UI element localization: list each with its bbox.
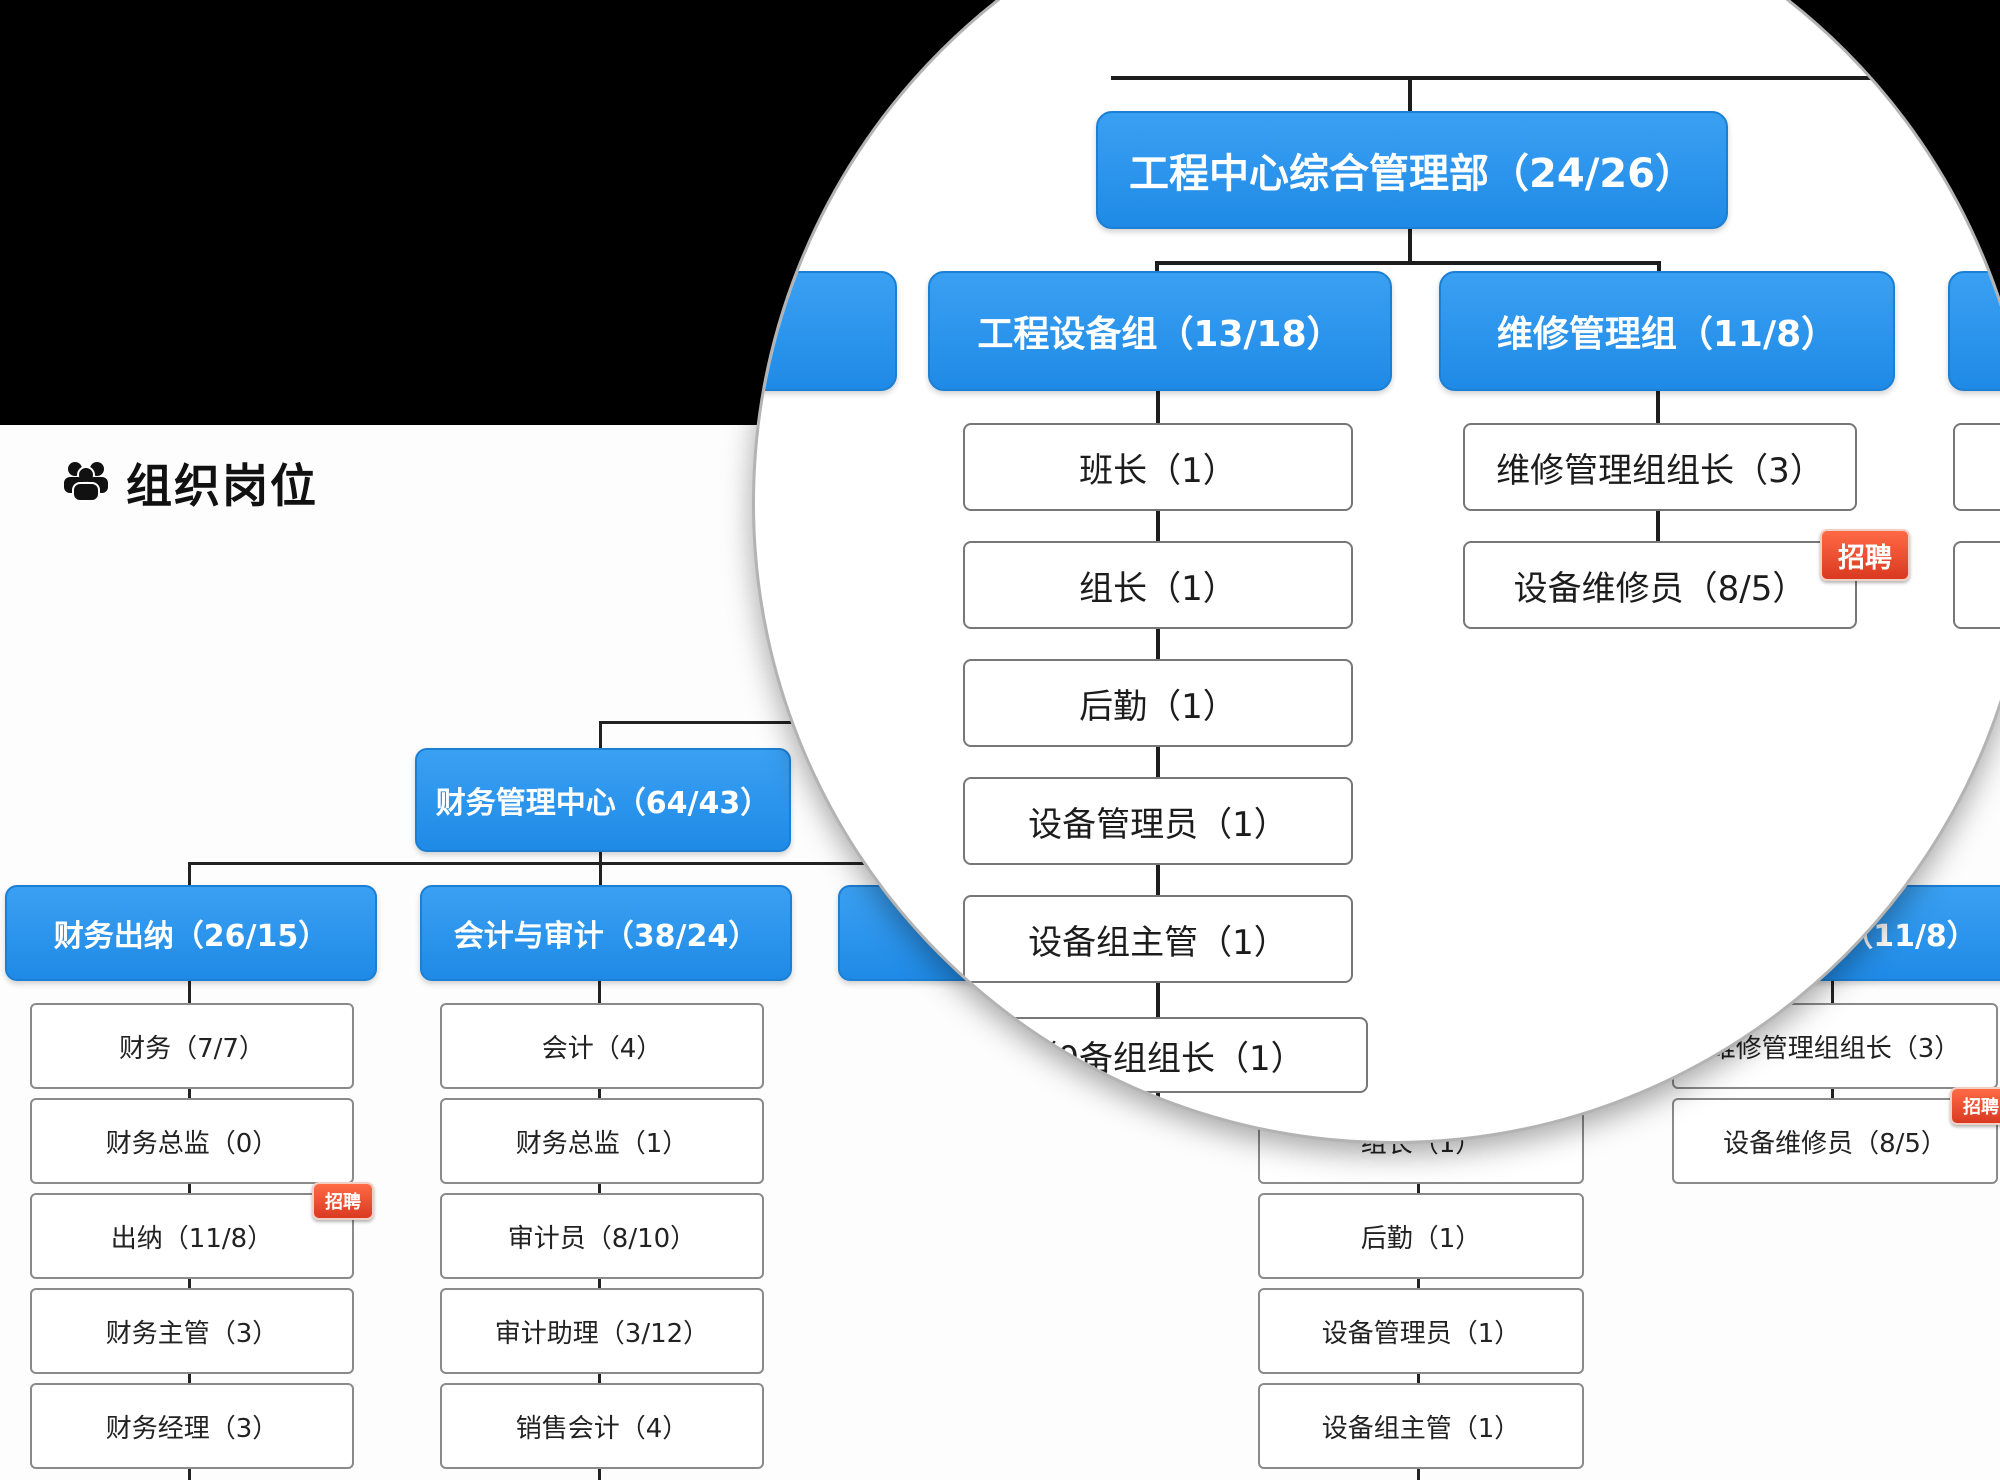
connector [600,721,855,724]
connector [1656,507,1660,541]
connector [1156,743,1160,777]
connector [599,848,602,864]
connector [1156,625,1160,659]
node-position[interactable]: 审计员（8/10） [440,1193,764,1279]
node-position[interactable]: 设备维修员（8/5） [1463,541,1857,629]
connector [188,1370,191,1385]
node-position[interactable]: 维修管理组组长（3） [1463,423,1857,511]
node-position[interactable]: 财务经理（3） [30,1383,354,1469]
node-position[interactable]: 财务总监（0） [30,1098,354,1184]
node-maintenance-team[interactable]: 维修管理组（11/8） [1439,271,1895,391]
connector [598,1180,601,1195]
connector [1155,261,1661,265]
node-accounting-group[interactable]: 会计与审计（38/24） [420,885,792,981]
connector [188,1275,191,1290]
connector [1417,1180,1420,1195]
recruiting-badge: 招聘 [1820,529,1910,581]
node-position[interactable]: 出纳（11/8） [30,1193,354,1279]
node-position[interactable]: 组长（1） [963,541,1353,629]
recruiting-badge: 招聘 [312,1182,374,1220]
connector [1417,1465,1420,1480]
connector [1831,977,1834,1005]
connector [1656,387,1660,423]
node-engineering-dept[interactable]: 工程中心综合管理部（24/26） [1096,111,1728,229]
node-position[interactable]: 设备维修员（8/5） [1672,1098,1998,1184]
node-cashier-group[interactable]: 财务出纳（26/15） [5,885,377,981]
node-position[interactable]: 审计助理（3/12） [440,1288,764,1374]
connector [598,1370,601,1385]
node-position-lens-edge[interactable]: 办事员（0备组组长（1） [858,1017,1368,1093]
connector [1156,1089,1160,1129]
connector [1156,387,1160,423]
connector [188,1465,191,1480]
connector [188,862,896,865]
page-header: 组织岗位 [60,450,318,516]
node-position[interactable]: 财务主管（3） [30,1288,354,1374]
connector [1417,1370,1420,1385]
node-equipment-team[interactable]: 工程设备组（13/18） [928,271,1392,391]
connector [1156,979,1160,1017]
connector [1831,1085,1834,1100]
connector [188,975,191,1005]
node-position[interactable]: 班长（1） [963,423,1353,511]
node-position[interactable]: 财务总监（1） [440,1098,764,1184]
node-position[interactable]: 后勤（1） [1258,1193,1584,1279]
people-group-icon [60,455,112,511]
connector [1156,861,1160,895]
connector [1417,1275,1420,1290]
node-position[interactable]: 后勤（1） [963,659,1353,747]
magnifier-lens: 工程中心综合管理部（24/26） 工程设备组（13/18） 维修管理组（11/8… [752,0,2000,1144]
node-partial-position[interactable] [1953,423,2000,511]
connector [1155,261,1159,273]
connector [599,862,602,887]
connector [1408,225,1412,261]
connector [598,1275,601,1290]
connector [1111,76,1971,80]
node-partial-right[interactable] [1948,271,2000,391]
node-position[interactable]: 设备组主管（1） [963,895,1353,983]
page-title: 组织岗位 [126,459,318,513]
node-finance-center[interactable]: 财务管理中心（64/43） [415,748,791,852]
node-position[interactable]: 设备管理员（1） [1258,1288,1584,1374]
node-partial-position[interactable] [1953,541,2000,629]
recruiting-badge: 招聘 [1950,1087,2000,1125]
node-position[interactable]: 销售会计（4） [440,1383,764,1469]
connector [598,975,601,1005]
connector [1408,76,1412,111]
connector [1156,507,1160,541]
connector [188,862,191,887]
node-position[interactable]: 会计（4） [440,1003,764,1089]
node-position[interactable]: 财务（7/7） [30,1003,354,1089]
connector [188,1085,191,1100]
node-partial-left[interactable] [755,271,897,391]
connector [1657,261,1661,273]
connector [599,721,602,750]
connector [598,1465,601,1480]
connector [188,1180,191,1195]
node-position[interactable]: 设备组主管（1） [1258,1383,1584,1469]
node-position[interactable]: 设备管理员（1） [963,777,1353,865]
connector [598,1085,601,1100]
